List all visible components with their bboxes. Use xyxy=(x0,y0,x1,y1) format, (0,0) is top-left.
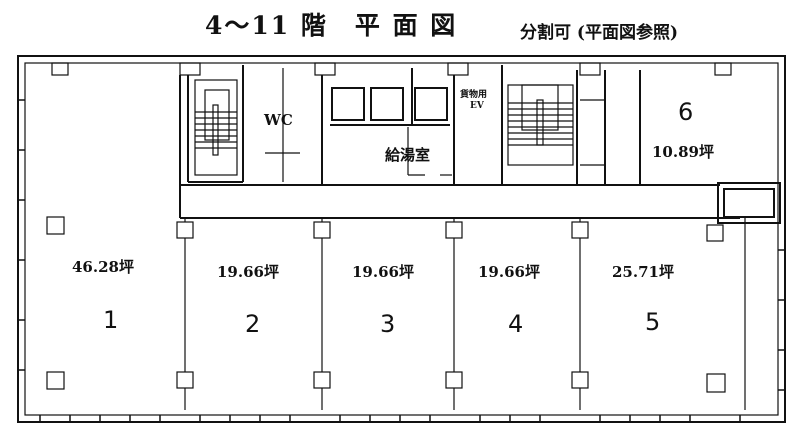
window-ticks xyxy=(18,99,785,422)
unit-6-number: 6 xyxy=(678,98,693,126)
kitchen-label: 給湯室 xyxy=(385,146,430,164)
freight-ev-label-2: EV xyxy=(470,101,485,111)
unit-2-area: 19.66坪 xyxy=(217,263,279,281)
unit-5-area: 25.71坪 xyxy=(612,263,674,281)
unit-5-number: 5 xyxy=(645,308,660,336)
unit-4-area: 19.66坪 xyxy=(478,263,540,281)
unit-2-number: 2 xyxy=(245,310,260,338)
right-shaft xyxy=(717,182,781,224)
unit-dividers xyxy=(184,218,746,410)
unit-3-area: 19.66坪 xyxy=(352,263,414,281)
inner-wall xyxy=(24,62,779,416)
unit-1-number: 1 xyxy=(103,306,118,334)
stairs-right xyxy=(507,84,605,166)
plan-title: 4〜11 階 平 面 図 xyxy=(205,11,458,40)
elevators xyxy=(330,68,450,126)
kitchen-room xyxy=(407,127,452,176)
top-columns xyxy=(51,62,732,76)
plan-subtitle: 分割可 (平面図参照) xyxy=(520,23,679,43)
core-walls xyxy=(179,65,740,219)
freight-ev-label: 貨物用 xyxy=(460,88,487,100)
unit-6-area: 10.89坪 xyxy=(652,143,714,161)
stairs-left xyxy=(194,79,238,176)
wc-room xyxy=(265,68,300,182)
wc-label: WC xyxy=(263,111,293,129)
columns xyxy=(46,216,726,393)
unit-1-area: 46.28坪 xyxy=(72,258,134,276)
outer-wall xyxy=(17,55,786,423)
unit-4-number: 4 xyxy=(508,310,523,338)
unit-3-number: 3 xyxy=(380,310,395,338)
